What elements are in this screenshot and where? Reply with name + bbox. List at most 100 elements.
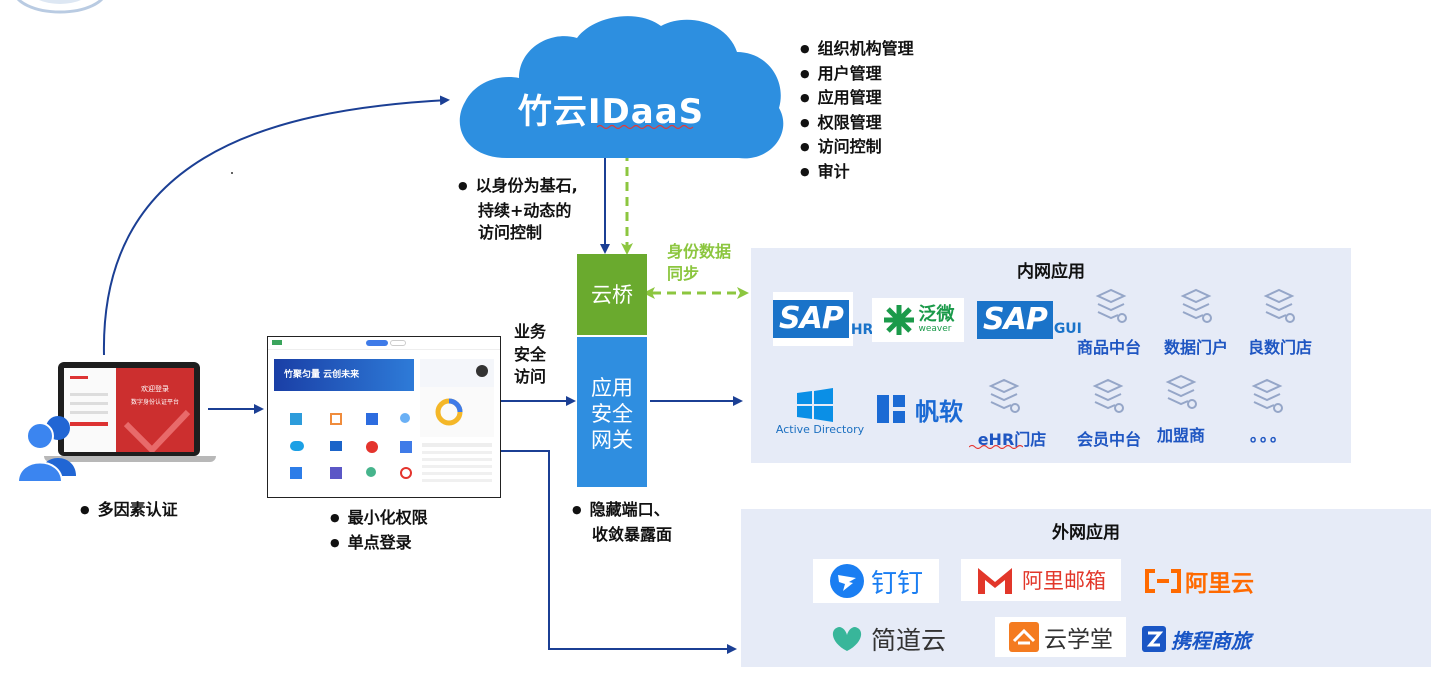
portal-banner-text: 竹聚匀量 云创未来: [284, 370, 360, 380]
mfa-note: ●多因素认证: [80, 500, 178, 519]
identity-basis-note: ●以身份为基石, 持续+动态的 访问控制: [458, 175, 578, 245]
aliyun-mail-icon: [978, 568, 1012, 594]
login-welcome: 欢迎登录: [141, 385, 169, 393]
sap-gui-logo: SAP GUI: [977, 296, 1082, 344]
laptop-base: [44, 456, 216, 462]
gateway-label-line: 安全: [591, 402, 633, 426]
note-line: 访问: [514, 367, 547, 386]
note-line: 隐藏端口、: [589, 500, 670, 519]
fanwei-name: 泛微: [918, 304, 955, 325]
aliyun-icon: [1145, 569, 1181, 593]
users-icon: [16, 416, 76, 483]
note-line: 业务: [514, 322, 547, 341]
app-stack-icon: [1251, 378, 1283, 413]
hidden-ports-note: ●隐藏端口、 收敛暴露面: [572, 499, 672, 546]
squiggle-underline: [969, 444, 1023, 449]
fanruan-icon: [877, 395, 905, 423]
ctrip-logo: 携程商旅: [1141, 621, 1291, 657]
login-banner: 欢迎登录 数字身份认证平台: [116, 368, 194, 452]
note-line: 单点登录: [347, 532, 412, 552]
intranet-app-label: 会员中台: [1076, 430, 1141, 449]
internet-panel: 外网应用 钉钉 阿里邮箱 阿里云 简道云 云学堂 携程商旅: [741, 509, 1431, 667]
note-line: 持续+动态的: [478, 200, 572, 220]
sap-mark: SAP: [977, 301, 1053, 339]
feature-item: 组织机构管理: [800, 38, 914, 63]
intranet-panel: 内网应用 SAP HR 泛微 weaver SAP GUI 商品中台 数据门户 …: [751, 248, 1351, 463]
laptop-screen: 欢迎登录 数字身份认证平台: [64, 368, 194, 452]
portal-to-internet-arrow: [500, 450, 737, 654]
squiggle-underline: [597, 124, 694, 130]
business-access-note: 业务 安全 访问: [514, 321, 546, 389]
aliyun-mail-name: 阿里邮箱: [1022, 569, 1106, 593]
fanruan-logo: 帆软: [873, 390, 981, 428]
jiandaoyun-name: 简道云: [871, 626, 947, 655]
feature-item: 用户管理: [800, 63, 914, 88]
fanwei-icon: [883, 305, 914, 335]
portal-app-grid: [276, 411, 412, 489]
active-directory-logo: Active Directory: [765, 388, 864, 438]
check-graphic: [123, 409, 191, 452]
aliyun-logo: 阿里云: [1143, 563, 1275, 599]
sap-mark: SAP: [773, 300, 849, 338]
intranet-app-label: eHR门店: [977, 430, 1047, 449]
login-logo: [70, 376, 88, 379]
intranet-app-label: 良数门店: [1247, 338, 1312, 357]
aliyun-mail-logo: 阿里邮箱: [961, 559, 1121, 601]
cloud-bridge-label: 云桥: [591, 282, 633, 307]
fanwei-sub: weaver: [918, 324, 952, 334]
note-line: 身份数据: [667, 242, 732, 261]
feature-item: 访问控制: [800, 136, 914, 161]
dingtalk-name: 钉钉: [870, 568, 923, 599]
login-field: [70, 411, 108, 414]
note-line: 访问控制: [478, 223, 543, 242]
portal-banner: 竹聚匀量 云创未来: [274, 359, 414, 391]
aliyun-name: 阿里云: [1185, 571, 1254, 597]
active-directory-label: Active Directory: [775, 423, 865, 436]
app-stack-icon: [1092, 378, 1124, 413]
note-line: 收敛暴露面: [592, 524, 673, 544]
portal-screenshot: 竹聚匀量 云创未来: [267, 336, 501, 498]
login-field: [70, 402, 108, 405]
laptop: 欢迎登录 数字身份认证平台: [58, 362, 200, 456]
note-line: 以身份为基石,: [475, 176, 578, 195]
ctrip-name: 携程商旅: [1171, 628, 1251, 653]
login-platform: 数字身份认证平台: [130, 399, 179, 406]
yunxuetang-name: 云学堂: [1044, 627, 1113, 653]
cloud-feature-list: 组织机构管理 用户管理 应用管理 权限管理 访问控制 审计: [800, 38, 914, 185]
note-line: 安全: [514, 344, 547, 364]
portal-table: [420, 437, 494, 493]
portal-notes: ●最小化权限 ●单点登录: [330, 508, 428, 552]
sap-hr-logo: SAP HR: [773, 292, 873, 346]
app-stack-icon: [1165, 374, 1197, 409]
gateway-label-line: 网关: [591, 428, 633, 452]
jiandaoyun-icon: [832, 627, 862, 651]
feature-item: 应用管理: [800, 87, 914, 112]
sap-suffix: GUI: [1053, 321, 1082, 337]
portal-user-card: [420, 359, 494, 387]
laptop-to-cloud-arrow: [102, 95, 450, 356]
windows-icon: [797, 388, 833, 422]
feature-item: 权限管理: [800, 112, 914, 137]
intranet-app-label: 商品中台: [1076, 338, 1141, 357]
ctrip-icon: [1142, 626, 1166, 652]
sap-suffix: HR: [850, 322, 874, 338]
portal-topbar: [268, 337, 500, 350]
cloud-shape: [459, 16, 784, 159]
yunxuetang-logo: 云学堂: [995, 617, 1126, 657]
security-gateway-block: 应用 安全 网关: [577, 337, 647, 487]
cloud-bridge-block: 云桥: [577, 254, 647, 335]
identity-sync-note: 身份数据 同步: [667, 241, 731, 285]
login-form: [64, 368, 116, 452]
fanruan-name: 帆软: [915, 397, 963, 426]
login-button: [70, 422, 108, 426]
portal-donut-card: [420, 387, 494, 437]
gateway-label: 应用 安全 网关: [577, 337, 647, 453]
note-line: 多因素认证: [97, 500, 178, 519]
dingtalk-logo: 钉钉: [813, 559, 939, 603]
gateway-label-line: 应用: [591, 376, 633, 400]
app-stack-icon: [1180, 288, 1212, 323]
intranet-title: 内网应用: [1017, 262, 1085, 282]
yunxuetang-icon: [1009, 622, 1039, 652]
feature-item: 审计: [800, 161, 914, 186]
